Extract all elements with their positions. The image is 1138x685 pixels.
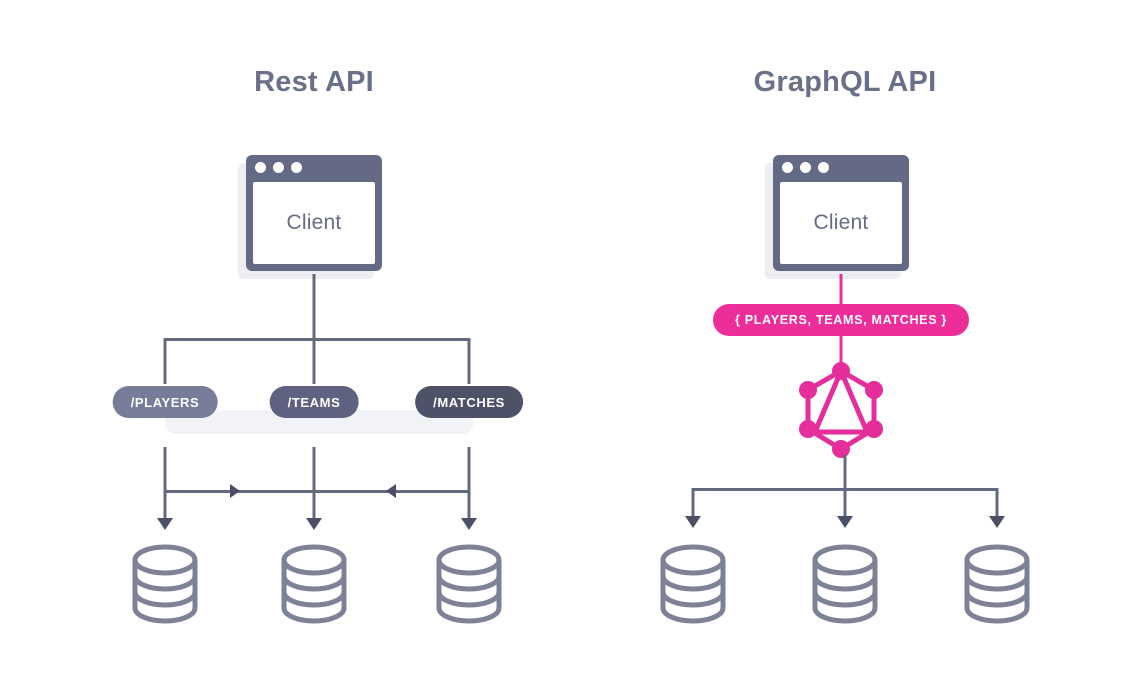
graphql-query-pill[interactable]: { PLAYERS, TEAMS, MATCHES } — [713, 304, 969, 336]
rest-line-players-to-db — [163, 447, 167, 525]
rest-client-label: Client — [286, 211, 342, 234]
graphql-query-stem-top — [839, 274, 843, 306]
rest-branch-drop-matches — [467, 338, 471, 384]
database-cylinder-icon — [809, 542, 881, 626]
graphql-branch-drop-2 — [843, 488, 847, 521]
client-window-body: Client — [253, 182, 375, 264]
window-control-dot-icon — [291, 161, 302, 173]
database-cylinder-icon — [129, 542, 201, 626]
rest-cross-connector — [165, 490, 469, 493]
graphql-query-stem-bottom — [839, 336, 843, 366]
graphql-branch-drop-1 — [691, 488, 695, 521]
rest-line-teams-to-db — [312, 447, 316, 525]
window-control-dot-icon — [800, 161, 811, 173]
rest-cross-arrow-right-icon — [230, 484, 240, 498]
client-window-frame: Client — [773, 155, 909, 271]
rest-client-stem — [312, 274, 316, 340]
rest-arrow-to-db-matches-icon — [461, 518, 477, 530]
rest-arrow-to-db-teams-icon — [306, 518, 322, 530]
rest-arrow-to-db-players-icon — [157, 518, 173, 530]
graphql-branch-drop-3 — [995, 488, 999, 521]
rest-branch-drop-players — [163, 338, 167, 384]
graphql-api-title: GraphQL API — [753, 66, 937, 98]
window-control-dot-icon — [255, 161, 266, 173]
rest-cross-arrow-left-icon — [386, 484, 396, 498]
endpoint-pill-matches[interactable]: /MATCHES — [415, 386, 523, 418]
endpoint-pill-players[interactable]: /PLAYERS — [112, 386, 218, 418]
graphql-client-label: Client — [813, 211, 869, 234]
database-cylinder-icon — [433, 542, 505, 626]
rest-api-title: Rest API — [254, 66, 374, 98]
database-cylinder-icon — [657, 542, 729, 626]
window-control-dot-icon — [273, 161, 284, 173]
client-titlebar — [773, 155, 909, 179]
rest-branch-bar — [164, 338, 470, 341]
endpoint-pill-teams[interactable]: /TEAMS — [269, 386, 359, 418]
graphql-client-window: Client — [765, 155, 909, 279]
client-window-body: Client — [780, 182, 902, 264]
graphql-arrow-to-db-3-icon — [989, 516, 1005, 528]
client-titlebar — [246, 155, 382, 179]
window-control-dot-icon — [818, 161, 829, 173]
graphql-logo-stem — [843, 455, 847, 490]
client-window-frame: Client — [246, 155, 382, 271]
rest-client-window: Client — [238, 155, 382, 279]
rest-line-matches-to-db — [467, 447, 471, 525]
database-cylinder-icon — [961, 542, 1033, 626]
graphql-arrow-to-db-2-icon — [837, 516, 853, 528]
graphql-logo-icon — [795, 362, 887, 458]
database-cylinder-icon — [278, 542, 350, 626]
graphql-arrow-to-db-1-icon — [685, 516, 701, 528]
rest-branch-drop-teams — [312, 338, 316, 384]
window-control-dot-icon — [782, 161, 793, 173]
